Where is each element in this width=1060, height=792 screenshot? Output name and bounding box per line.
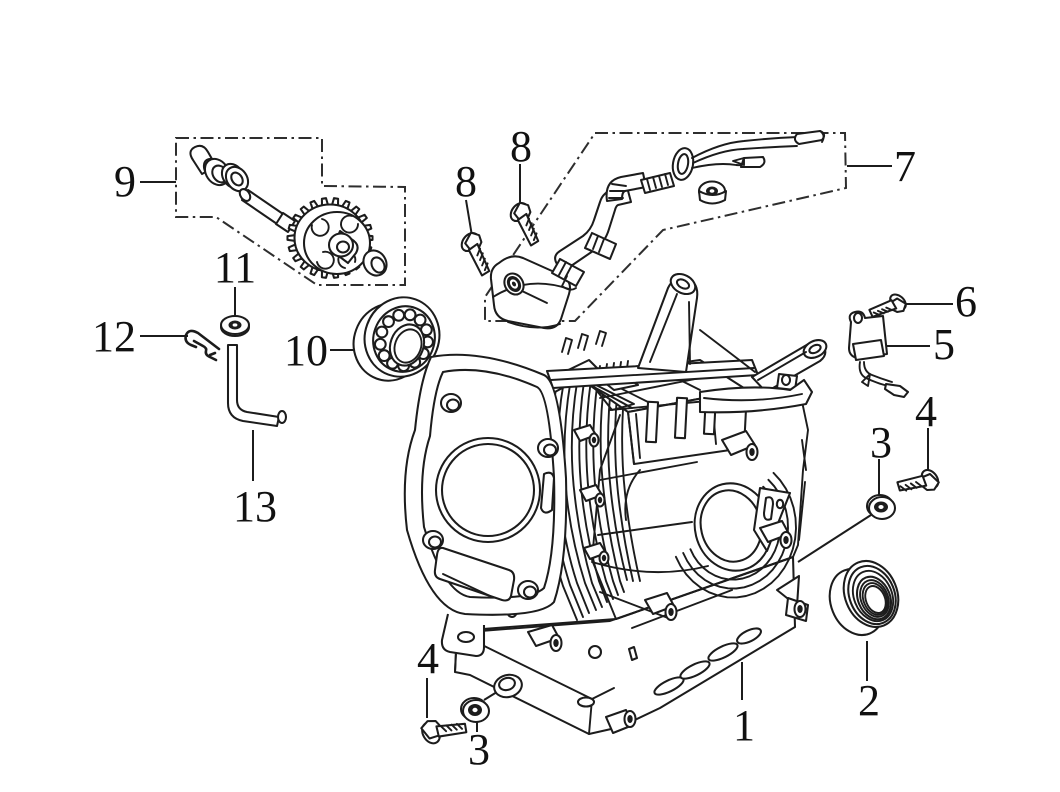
svg-text:3: 3 <box>870 418 892 467</box>
svg-text:12: 12 <box>92 312 136 361</box>
svg-text:4: 4 <box>915 387 937 436</box>
svg-text:8: 8 <box>455 157 477 206</box>
svg-text:13: 13 <box>233 482 277 531</box>
svg-text:3: 3 <box>468 725 490 774</box>
svg-text:2: 2 <box>858 676 880 725</box>
svg-text:5: 5 <box>933 320 955 369</box>
svg-text:4: 4 <box>417 634 439 683</box>
svg-text:11: 11 <box>214 243 256 292</box>
svg-text:6: 6 <box>955 277 977 326</box>
svg-text:1: 1 <box>733 701 755 750</box>
svg-text:10: 10 <box>284 326 328 375</box>
svg-text:7: 7 <box>894 142 916 191</box>
svg-text:9: 9 <box>114 157 136 206</box>
svg-text:8: 8 <box>510 122 532 171</box>
